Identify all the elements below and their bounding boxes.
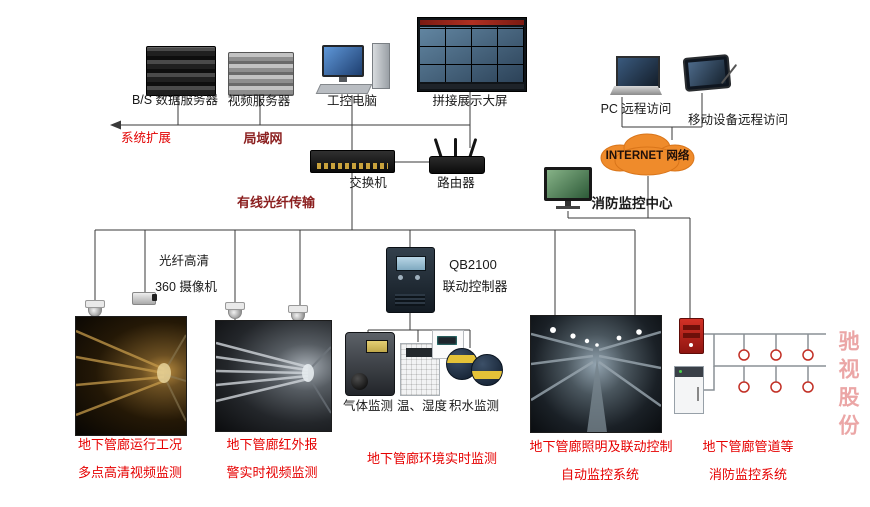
gas-detector-image	[345, 332, 395, 396]
industrial-pc-image	[315, 43, 392, 95]
caption-4-line2: 自动监控系统	[560, 467, 639, 482]
water-monitor-label: 积水监测	[448, 399, 499, 413]
pc-tower	[372, 43, 390, 89]
controller-grill	[395, 294, 425, 306]
router-image	[429, 133, 485, 174]
ethernet-switch-image	[310, 150, 395, 173]
water-float-sensor	[471, 354, 503, 386]
fiber-transmission-label: 有线光纤传输	[236, 195, 315, 210]
camera-label-line2: 360 摄像机	[155, 280, 217, 294]
cloud-shape	[600, 133, 695, 176]
router-label: 路由器	[437, 176, 475, 190]
industrial-pc-label: 工控电脑	[326, 94, 377, 108]
watermark-text: 驰视股份	[836, 330, 859, 442]
cabinet-led	[679, 370, 682, 373]
temp-humidity-label: 温、湿度	[396, 399, 447, 413]
controller-button	[398, 275, 403, 280]
laptop-base	[610, 86, 662, 95]
caption-5-line1: 地下管廊管道等	[702, 439, 794, 454]
internet-cloud: INTERNET 网络	[596, 130, 699, 178]
controller-screen	[396, 256, 426, 271]
pc-monitor	[322, 45, 364, 77]
cabinet-handle	[697, 387, 699, 401]
router-antenna	[454, 138, 457, 160]
caption-3-line1: 地下管廊环境实时监测	[366, 451, 497, 466]
laptop-screen	[616, 56, 660, 88]
gas-monitor-label: 气体监测	[342, 399, 393, 413]
remote-laptop-image	[610, 56, 662, 96]
controller-model-label: QB2100	[449, 257, 497, 272]
camera-label-line1: 光纤高清	[158, 254, 209, 268]
video-server-image	[228, 52, 294, 96]
caption-4-line1: 地下管廊照明及联动控制	[529, 439, 673, 454]
video-wall-image	[417, 17, 527, 92]
gas-sensor-head	[351, 373, 368, 390]
pc-stand	[339, 77, 347, 82]
thermostat-display	[437, 336, 457, 345]
internet-label: INTERNET 网络	[605, 150, 690, 162]
pc-remote-label: PC 远程访问	[600, 102, 672, 116]
lan-label: 局域网	[243, 131, 283, 146]
caption-1-line2: 多点高清视频监测	[77, 465, 182, 480]
video-server-label: 视频服务器	[227, 94, 291, 108]
pc-keyboard	[315, 84, 373, 94]
fire-monitor-stand	[565, 201, 571, 206]
fire-control-cabinet	[674, 366, 704, 414]
fire-monitor-base	[556, 206, 580, 209]
fire-center-label: 消防监控中心	[591, 196, 673, 211]
remote-tablet-image	[682, 54, 732, 92]
video-wall-label: 拼接展示大屏	[432, 94, 508, 108]
caption-5-line2: 消防监控系统	[708, 467, 787, 482]
caption-2-line1: 地下管廊红外报	[226, 437, 318, 452]
router-body	[429, 156, 485, 174]
qb2100-controller-image	[386, 247, 435, 313]
fire-monitor-screen	[547, 170, 589, 198]
tunnel-photo-video-monitoring	[75, 316, 187, 436]
video-wall-banner	[420, 20, 524, 25]
video-wall-screens	[420, 27, 524, 82]
temp-humidity-sensor-image	[400, 343, 440, 396]
tunnel-photo-lighting-control	[530, 315, 662, 433]
ptz-camera-icon	[132, 288, 158, 308]
dome-camera-icon	[288, 305, 308, 322]
system-expand-label: 系统扩展	[120, 131, 171, 145]
bs-data-server-label: B/S 数据服务器	[131, 93, 219, 107]
gas-detector-display	[366, 340, 388, 353]
controller-name-label: 联动控制器	[442, 279, 508, 294]
caption-2-line2: 警实时视频监测	[226, 465, 318, 480]
switch-ports	[317, 163, 388, 169]
sensor-display	[406, 348, 432, 357]
fire-alarm-box	[679, 318, 704, 354]
controller-button	[415, 275, 420, 280]
cabinet-header	[675, 367, 703, 377]
mobile-remote-label: 移动设备远程访问	[687, 113, 788, 127]
dome-camera-icon	[225, 302, 245, 319]
tunnel-photo-infrared-monitoring	[215, 320, 332, 432]
float-band	[472, 371, 502, 379]
float-band	[447, 355, 477, 363]
bs-data-server-image	[146, 46, 216, 96]
switch-label: 交换机	[349, 176, 387, 190]
fire-center-monitor-image	[544, 167, 592, 201]
video-wall-base	[420, 84, 524, 89]
caption-1-line1: 地下管廊运行工况	[77, 437, 182, 452]
dome-camera-icon	[85, 300, 105, 317]
